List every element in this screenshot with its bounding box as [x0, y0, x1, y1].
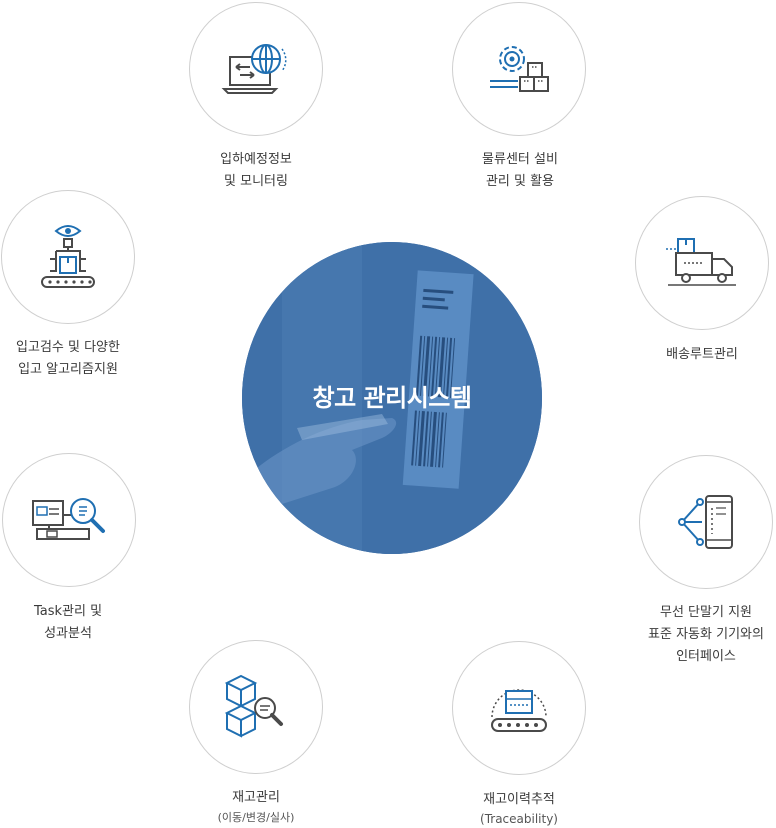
- center-circle: 창고 관리시스템: [242, 242, 542, 554]
- node-mobile-terminal: [639, 455, 773, 589]
- label-line: 표준 자동화 기기와의: [648, 627, 764, 642]
- label-line: Task관리 및: [33, 604, 103, 619]
- label-line: 물류센터 설비: [482, 152, 558, 167]
- mobile-terminal-icon: [678, 495, 733, 549]
- node-facility-management: [452, 2, 586, 136]
- laptop-globe-icon: [221, 44, 287, 94]
- node-traceability: [452, 641, 586, 775]
- label-line: 재고이력추적: [483, 792, 555, 807]
- label-line: 재고관리: [232, 790, 280, 805]
- label-sub: (Traceability): [480, 812, 558, 826]
- label-sub: (이동/변경/실사): [217, 811, 295, 824]
- task-analysis-icon: [32, 498, 105, 540]
- node-receiving-inspection: [1, 190, 135, 324]
- label-delivery-route: 배송루트관리: [666, 344, 738, 366]
- label-receiving-inspection: 입고검수 및 다양한 입고 알고리즘지원: [16, 337, 120, 381]
- label-line: 성과분석: [44, 626, 92, 641]
- label-facility-management: 물류센터 설비 관리 및 활용: [482, 149, 558, 193]
- node-delivery-route: [635, 196, 769, 330]
- traceability-conveyor-icon: [491, 689, 547, 732]
- node-task-management: [2, 453, 136, 587]
- label-line: 입고검수 및 다양한: [16, 340, 120, 355]
- label-line: 입하예정정보: [220, 152, 292, 167]
- node-inventory-management: [189, 640, 323, 774]
- label-line: 배송루트관리: [666, 347, 738, 362]
- label-line: 인터페이스: [676, 649, 736, 664]
- label-mobile-terminal: 무선 단말기 지원 표준 자동화 기기와의 인터페이스: [648, 602, 764, 668]
- label-task-management: Task관리 및 성과분석: [34, 601, 102, 645]
- delivery-truck-icon: [666, 238, 736, 286]
- barcode-photo-graphic: [242, 242, 542, 554]
- label-line: 및 모니터링: [224, 174, 288, 189]
- label-line: 무선 단말기 지원: [660, 605, 752, 620]
- label-traceability: 재고이력추적 (Traceability): [480, 789, 558, 828]
- label-line: 입고 알고리즘지원: [18, 362, 118, 377]
- label-inventory-management: 재고관리 (이동/변경/실사): [218, 787, 295, 826]
- label-line: 관리 및 활용: [485, 174, 555, 189]
- node-arrival-monitoring: [189, 2, 323, 136]
- label-arrival-monitoring: 입하예정정보 및 모니터링: [220, 149, 292, 193]
- inventory-cubes-icon: [224, 674, 283, 738]
- center-title: 창고 관리시스템: [312, 384, 472, 412]
- gear-boxes-icon: [490, 46, 549, 92]
- inspection-robot-icon: [41, 225, 95, 288]
